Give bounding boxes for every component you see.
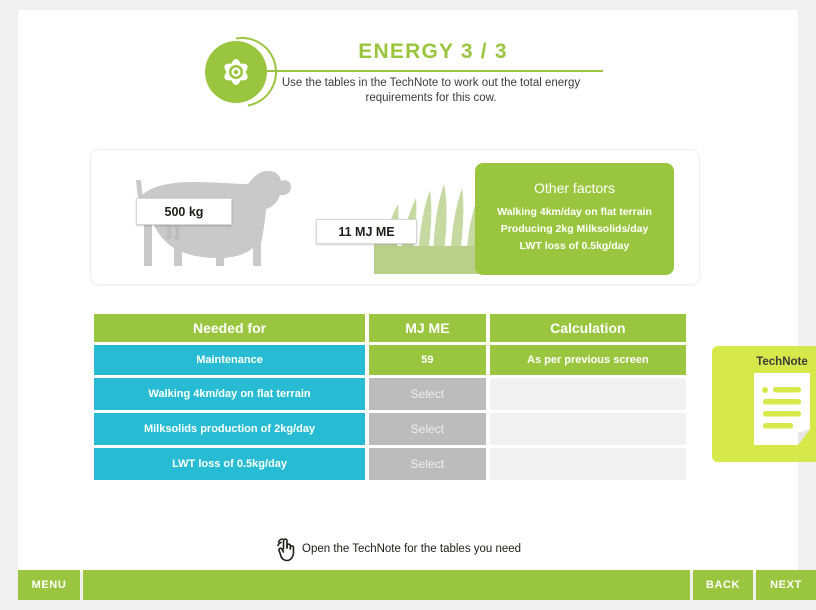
back-button[interactable]: BACK — [693, 570, 753, 600]
hint-text: Open the TechNote for the tables you nee… — [302, 543, 522, 555]
other-factors-title: Other factors — [534, 180, 615, 196]
cow-weight-tag: 500 kg — [136, 198, 232, 225]
menu-button[interactable]: MENU — [18, 570, 80, 600]
column-header-mj-me: MJ ME — [369, 314, 486, 342]
row-value-maintenance: 59 — [369, 345, 486, 375]
nav-spacer — [83, 570, 690, 600]
row-calculation-walking — [489, 378, 686, 410]
table-row: LWT loss of 0.5kg/day Select — [94, 448, 686, 480]
title-divider — [261, 70, 603, 72]
row-label-maintenance: Maintenance — [94, 345, 366, 375]
atom-icon — [205, 41, 267, 103]
page-title: ENERGY 3 / 3 — [358, 40, 508, 63]
column-header-calculation: Calculation — [489, 314, 686, 342]
technote-button[interactable]: TechNote — [712, 346, 816, 462]
row-label-milksolids: Milksolids production of 2kg/day — [94, 413, 366, 445]
other-factors-panel: Other factors Walking 4km/day on flat te… — [475, 163, 674, 275]
content-sheet: ENERGY 3 / 3 Use the tables in the TechN… — [18, 10, 816, 572]
table-header-row: Needed for MJ ME Calculation — [94, 314, 686, 342]
table-row: Maintenance 59 As per previous screen — [94, 345, 686, 375]
row-calculation-maintenance: As per previous screen — [489, 345, 686, 375]
pointing-hand-icon — [276, 536, 302, 562]
select-dropdown-walking[interactable]: Select — [369, 378, 486, 410]
row-calculation-milksolids — [489, 413, 686, 445]
table-row: Milksolids production of 2kg/day Select — [94, 413, 686, 445]
other-factors-line-3: LWT loss of 0.5kg/day — [519, 240, 630, 252]
next-button[interactable]: NEXT — [756, 570, 816, 600]
bottom-navigation-bar: MENU BACK NEXT — [18, 570, 816, 600]
technote-label: TechNote — [756, 356, 808, 368]
energy-topic-icon — [193, 23, 291, 121]
row-label-lwt-loss: LWT loss of 0.5kg/day — [94, 448, 366, 480]
column-header-needed-for: Needed for — [94, 314, 366, 342]
page-subtitle: Use the tables in the TechNote to work o… — [281, 77, 581, 104]
technote-hint: Open the TechNote for the tables you nee… — [276, 536, 521, 562]
other-factors-line-1: Walking 4km/day on flat terrain — [497, 206, 652, 218]
select-dropdown-lwt-loss[interactable]: Select — [369, 448, 486, 480]
row-calculation-lwt-loss — [489, 448, 686, 480]
pasture-energy-tag: 11 MJ ME — [316, 219, 417, 244]
select-dropdown-milksolids[interactable]: Select — [369, 413, 486, 445]
table-row: Walking 4km/day on flat terrain Select — [94, 378, 686, 410]
other-factors-line-2: Producing 2kg Milksolids/day — [500, 223, 649, 235]
row-label-walking: Walking 4km/day on flat terrain — [94, 378, 366, 410]
energy-requirements-table: Needed for MJ ME Calculation Maintenance… — [94, 314, 686, 483]
document-icon — [712, 373, 816, 445]
